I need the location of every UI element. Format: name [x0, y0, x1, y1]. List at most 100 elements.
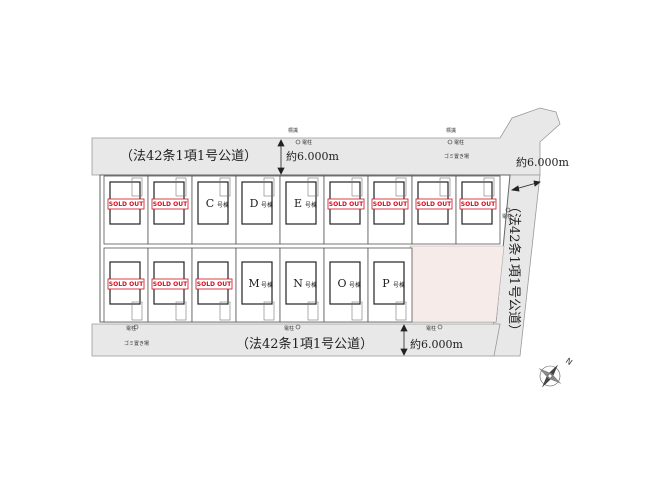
lot-letter: N — [293, 277, 303, 290]
utility-pole-north-2 — [447, 139, 453, 145]
utility-pole-south-3 — [437, 324, 443, 330]
sold-out-text: SOLD OUT — [461, 201, 496, 208]
east-road-label: （法42条1項1号公道） — [506, 200, 522, 337]
utility-pole-label-east: 電柱 — [502, 213, 512, 220]
lot-suffix: 号棟 — [217, 201, 229, 209]
utility-pole-south-2 — [295, 324, 301, 330]
sold-out-text: SOLD OUT — [153, 201, 188, 208]
lot-J[interactable]: SOLD OUT — [103, 247, 149, 323]
lot-suffix: 号棟 — [305, 201, 317, 209]
sold-out-text: SOLD OUT — [417, 201, 452, 208]
parking-space — [263, 301, 275, 321]
parking-space — [307, 177, 319, 197]
garbage-label-north: ゴミ置き場 — [444, 153, 469, 160]
sold-out-badge — [415, 198, 453, 210]
lot-letter: M — [248, 277, 259, 290]
house-footprint — [241, 181, 273, 225]
lot-suffix: 号棟 — [349, 281, 361, 289]
east-width-arrow — [510, 180, 541, 192]
lot-L[interactable]: SOLD OUT — [191, 247, 237, 323]
sold-out-badge — [459, 198, 497, 210]
south-width-arrow — [400, 324, 408, 356]
house-footprint — [197, 181, 229, 225]
parking-space — [175, 177, 187, 197]
sold-out-text: SOLD OUT — [197, 281, 232, 288]
sold-out-text: SOLD OUT — [109, 281, 144, 288]
north-road — [91, 107, 561, 176]
sign-label-1: 標識 — [288, 127, 298, 134]
lot-suffix: 号棟 — [261, 281, 273, 289]
parking-space — [351, 301, 363, 321]
lot-suffix: 号棟 — [393, 281, 405, 289]
utility-pole-label-5: 電柱 — [426, 325, 436, 332]
lot-A[interactable]: SOLD OUT — [103, 175, 149, 245]
parking-space — [439, 177, 451, 197]
parking-space — [263, 177, 275, 197]
house-footprint — [241, 261, 273, 305]
sold-out-badge — [107, 278, 145, 290]
house-footprint — [285, 181, 317, 225]
south-road-label: （法42条1項1号公道） — [236, 336, 373, 352]
sold-out-badge — [195, 278, 233, 290]
sold-out-text: SOLD OUT — [329, 201, 364, 208]
north-road-label: （法42条1項1号公道） — [120, 148, 257, 164]
sold-out-text: SOLD OUT — [109, 201, 144, 208]
sold-out-text: SOLD OUT — [373, 201, 408, 208]
lot-suffix: 号棟 — [305, 281, 317, 289]
house-footprint — [373, 261, 405, 305]
east-road-width: 約6.000m — [516, 155, 569, 169]
utility-pole-south-1 — [133, 324, 139, 330]
sold-out-text: SOLD OUT — [153, 281, 188, 288]
utility-pole-label-1: 電柱 — [302, 139, 312, 146]
sold-out-badge — [327, 198, 365, 210]
lot-suffix: 号棟 — [261, 201, 273, 209]
lot-H[interactable]: SOLD OUT — [411, 175, 457, 245]
lot-letter: C — [206, 197, 214, 210]
lot-letter: E — [294, 197, 302, 210]
lot-K[interactable]: SOLD OUT — [147, 247, 193, 323]
lot-G[interactable]: SOLD OUT — [367, 175, 413, 245]
compass-icon: N — [538, 356, 574, 388]
sold-out-badge — [151, 198, 189, 210]
utility-pole-label-2: 電柱 — [454, 139, 464, 146]
parking-space — [219, 177, 231, 197]
utility-pole-east — [505, 207, 511, 213]
house-footprint — [285, 261, 317, 305]
lot-letter: D — [250, 197, 259, 210]
house-footprint — [329, 261, 361, 305]
parking-space — [351, 177, 363, 197]
parking-space — [307, 301, 319, 321]
parking-space — [395, 177, 407, 197]
lot-F[interactable]: SOLD OUT — [323, 175, 369, 245]
sold-out-badge — [107, 198, 145, 210]
parking-space — [483, 177, 495, 197]
lot-letter: P — [382, 277, 390, 290]
north-width-arrow — [277, 139, 285, 175]
lot-B[interactable]: SOLD OUT — [147, 175, 193, 245]
garbage-label-south: ゴミ置き場 — [124, 340, 149, 347]
parking-space — [131, 177, 143, 197]
compass-north-label: N — [564, 356, 574, 367]
parking-space — [131, 301, 143, 321]
south-road — [91, 323, 501, 357]
utility-pole-north-1 — [295, 139, 301, 145]
open-area — [409, 245, 505, 323]
parking-space — [219, 301, 231, 321]
utility-pole-label-4: 電柱 — [284, 325, 294, 332]
parking-space — [175, 301, 187, 321]
parking-space — [395, 301, 407, 321]
sign-label-2: 標識 — [446, 127, 456, 134]
sold-out-badge — [151, 278, 189, 290]
south-road-width: 約6.000m — [410, 337, 463, 351]
lot-I[interactable]: SOLD OUT — [455, 175, 501, 245]
